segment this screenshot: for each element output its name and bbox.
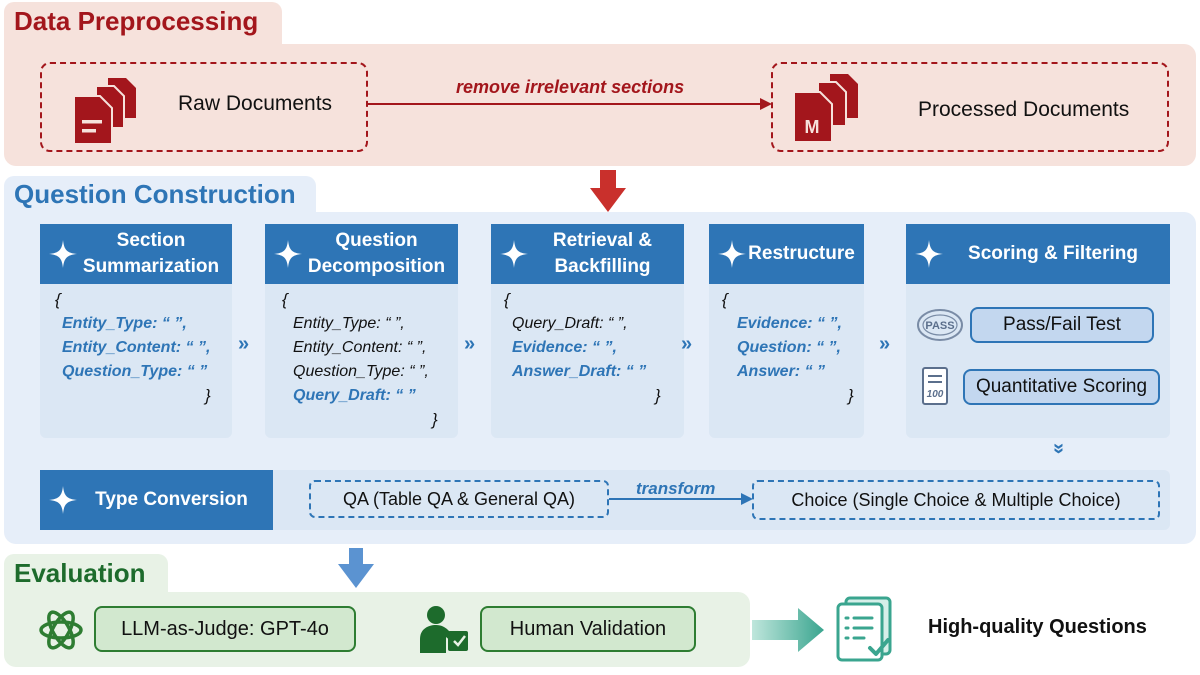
- sparkle-star-icon: [500, 240, 528, 268]
- openai-logo-icon: [39, 610, 83, 650]
- step-fields: Entity_Type: “ ”, Entity_Content: “ ”, Q…: [293, 312, 429, 408]
- question-construction-tab: [4, 176, 316, 216]
- sparkle-star-icon: [718, 240, 746, 268]
- stacked-documents-icon: [73, 78, 136, 145]
- raw-documents-box: [40, 62, 368, 152]
- llm-judge-pill: LLM-as-Judge: GPT-4o: [94, 606, 356, 652]
- down-arrow-blue: [338, 548, 374, 588]
- sparkle-star-icon: [49, 240, 77, 268]
- field-line: Question_Type: “ ”: [62, 363, 208, 380]
- preprocess-arrow: [368, 98, 772, 110]
- high-quality-questions-label: High-quality Questions: [928, 616, 1147, 638]
- step-title-line: Backfilling: [554, 256, 651, 277]
- pass-stamp-text: PASS: [925, 320, 954, 332]
- step-header-restructure: Restructure: [709, 224, 864, 284]
- open-brace: {: [55, 290, 61, 309]
- field-line: Entity_Content: “ ”,: [293, 339, 427, 356]
- step-title-line: Restructure: [748, 243, 855, 264]
- processed-documents-box: [771, 62, 1169, 152]
- checklist-icon: [836, 596, 892, 662]
- sparkle-star-icon: [915, 240, 943, 268]
- field-line: Entity_Type: “ ”,: [293, 315, 405, 332]
- scorecard-icon: 100: [922, 367, 948, 405]
- open-brace: {: [282, 290, 288, 309]
- quantitative-scoring-pill: Quantitative Scoring: [963, 369, 1160, 405]
- close-brace: }: [655, 386, 661, 405]
- step-title-line: Question: [335, 230, 418, 251]
- sparkle-star-icon: [274, 240, 302, 268]
- question-construction-title: Question Construction: [14, 179, 296, 209]
- score-stamp-text: 100: [927, 389, 944, 400]
- pass-fail-test-pill: Pass/Fail Test: [970, 307, 1154, 343]
- down-arrow-red: [590, 170, 626, 212]
- step-title-line: Retrieval &: [552, 230, 653, 251]
- close-brace: }: [205, 386, 211, 405]
- chevron-down-icon: »: [1048, 443, 1070, 452]
- step-title-line: Summarization: [82, 256, 220, 277]
- field-line: Answer_Draft: “ ”: [512, 363, 647, 380]
- evaluation-title: Evaluation: [14, 558, 146, 588]
- sparkle-star-icon: [49, 486, 77, 514]
- preprocess-arrow-label: remove irrelevant sections: [456, 77, 685, 97]
- pass-stamp-icon: PASS: [917, 309, 963, 341]
- transform-arrow: [609, 493, 753, 505]
- close-brace: }: [432, 410, 438, 429]
- field-line: Query_Draft: “ ”: [293, 387, 416, 404]
- step-fields: Evidence: “ ”, Question: “ ”, Answer: “ …: [737, 312, 842, 384]
- open-brace: {: [504, 290, 510, 309]
- step-title-line: Scoring & Filtering: [968, 243, 1138, 264]
- step-title-line: Section: [116, 230, 186, 251]
- field-line: Evidence: “ ”,: [512, 339, 617, 356]
- field-line: Entity_Content: “ ”,: [62, 339, 211, 356]
- processed-documents-label: Processed Documents: [918, 98, 1130, 121]
- human-reviewer-icon: [420, 606, 468, 653]
- transform-label: transform: [636, 479, 716, 498]
- field-line: Answer: “ ”: [737, 363, 826, 380]
- stacked-markdown-icon: M: [793, 74, 858, 143]
- qa-source-box: QA (Table QA & General QA): [309, 480, 609, 518]
- field-line: Evidence: “ ”,: [737, 315, 842, 332]
- chevron-right-icon: »: [681, 333, 692, 355]
- field-line: Query_Draft: “ ”,: [512, 315, 628, 332]
- choice-target-box: Choice (Single Choice & Multiple Choice): [752, 480, 1160, 520]
- step-fields: Query_Draft: “ ”, Evidence: “ ”, Answer_…: [512, 312, 646, 384]
- step-header-scoring-filtering: Scoring & Filtering: [906, 224, 1170, 284]
- evaluation-tab: [4, 554, 168, 596]
- step-header-retrieval-backfilling: Retrieval & Backfilling: [491, 224, 684, 284]
- output-arrow: [752, 608, 824, 652]
- human-validation-pill: Human Validation: [480, 606, 696, 652]
- field-line: Question: “ ”,: [737, 339, 841, 356]
- svg-text:M: M: [805, 117, 820, 137]
- field-line: Question_Type: “ ”,: [293, 363, 429, 380]
- data-preprocessing-tab: [4, 2, 282, 46]
- type-conversion-header: Type Conversion: [40, 470, 273, 530]
- step-title-line: Decomposition: [307, 256, 446, 277]
- step-fields: Entity_Type: “ ”, Entity_Content: “ ”, Q…: [62, 312, 210, 384]
- chevron-right-icon: »: [464, 333, 475, 355]
- open-brace: {: [722, 290, 728, 309]
- chevron-right-icon: »: [238, 333, 249, 355]
- data-preprocessing-title: Data Preprocessing: [14, 6, 259, 36]
- field-line: Entity_Type: “ ”,: [62, 315, 187, 332]
- chevron-right-icon: »: [879, 333, 890, 355]
- raw-documents-label: Raw Documents: [178, 92, 333, 115]
- type-conversion-title: Type Conversion: [95, 489, 248, 510]
- close-brace: }: [848, 386, 854, 405]
